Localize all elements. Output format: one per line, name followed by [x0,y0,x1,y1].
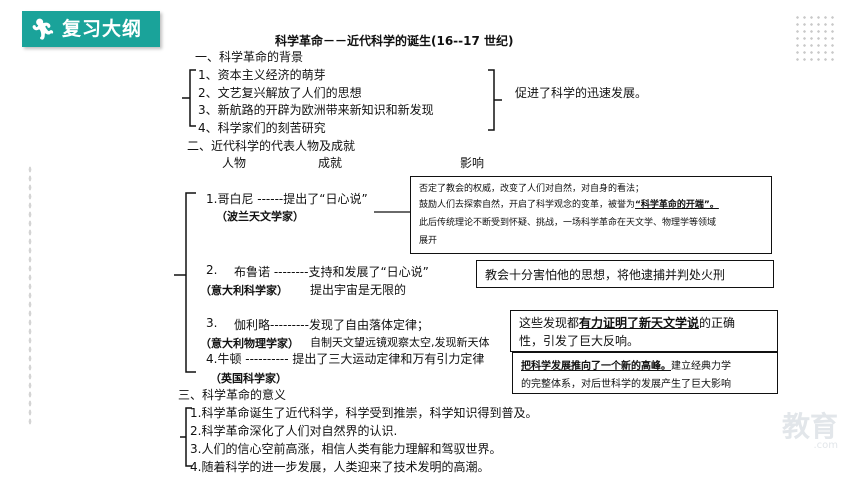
newton-impact-box: 把科学发展推向了一个新的高峰。建立经典力学 的完整体系，对后世科学的发展产生了巨… [512,352,778,394]
copernicus-role: （波兰天文学家） [216,210,304,223]
galileo-extra: 自制天文望远镜观察太空,发现新天体 [310,336,490,349]
col-person: 人物 [222,156,247,170]
impact-text: 这些发现都 [519,316,580,330]
badge-text: 复习大纲 [62,18,143,40]
galileo-line: 伽利略---------发现了自由落体定律； [234,318,429,332]
impact-emphasis: “科学革命的开端”。 [635,200,719,210]
section1-item: 4、科学家们的刻苦研究 [198,121,326,135]
impact-text: 建立经典力学 [671,361,731,372]
impact-line: 鼓励人们去探索自然，开启了科学观念的变革，被誉为 [419,200,636,210]
col-impact: 影响 [460,156,485,170]
bruno-num: 2. [206,263,218,277]
section1-item: 1、资本主义经济的萌芽 [198,68,326,82]
section3-item: 2.科学革命深化了人们对自然界的认识. [190,424,398,438]
impact-emphasis: 有力证明了新天文学说 [579,316,700,330]
bruno-impact: 教会十分害怕他的思想，将他逮捕并判处火刑 [485,268,726,282]
copernicus-impact-box: 否定了教会的权威，改变了人们对自然，对自身的看法； 鼓励人们去探索自然，开启了科… [410,176,772,254]
bruno-line: 布鲁诺 --------支持和发展了“日心说” [234,265,429,279]
decor-dotline [28,165,32,425]
section1-result: 促进了科学的迅速发展。 [515,86,648,100]
newton-line: 4.牛顿 ---------- 提出了三大运动定律和万有引力定律 [206,352,485,366]
newton-role: （英国科学家） [210,372,287,385]
bruno-role: （意大利科学家） [200,284,288,297]
section3-item: 4.随着科学的进一步发展，人类迎来了技术发明的高潮。 [190,460,490,474]
section2-heading: 二、近代科学的代表人物及成就 [187,139,356,153]
bruno-extra: 提出宇宙是无限的 [310,283,407,297]
galileo-num: 3. [206,316,218,330]
galileo-impact-box: 这些发现都有力证明了新天文学说的正确 性，引发了巨大反响。 [510,310,778,352]
impact-line: 展开 [419,236,438,246]
section3-item: 3.人们的信心空前高涨，相信人类有能力理解和驾驭世界。 [190,442,502,456]
copernicus-line: 1.哥白尼 ------提出了“日心说” [206,192,368,206]
impact-text: 的完整体系，对后世科学的发展产生了巨大影响 [521,379,731,390]
impact-text: 的正确 [699,316,736,330]
impact-emphasis: 把科学发展推向了一个新的高峰。 [521,361,671,372]
page-title: 科学革命－－近代科学的诞生(16--17 世纪) [275,34,514,48]
section1-heading: 一、科学革命的背景 [195,50,304,64]
impact-line: 否定了教会的权威，改变了人们对自然，对自身的看法； [419,184,645,194]
section1-item: 2、文艺复兴解放了人们的思想 [198,86,362,100]
impact-text: 性，引发了巨大反响。 [519,334,640,348]
section3-item: 1.科学革命诞生了近代科学，科学受到推崇，科学知识得到普及。 [190,406,538,420]
decor-dots [794,14,838,64]
col-achievement: 成就 [318,156,343,170]
impact-line: 此后传统理论不断受到怀疑、挑战，一场科学革命在天文学、物理学等领域 [419,218,717,228]
runner-icon: 🏃︎ [30,17,56,41]
watermark-sub: .com [813,440,838,451]
galileo-role: （意大利物理学家） [200,337,299,350]
bruno-impact-box: 教会十分害怕他的思想，将他逮捕并判处火刑 [476,260,774,288]
section1-item: 3、新航路的开辟为欧洲带来新知识和新发现 [198,103,434,117]
watermark: 教育 [781,410,838,443]
outline-badge: 🏃︎ 复习大纲 [22,11,160,47]
section3-heading: 三、科学革命的意义 [178,388,287,402]
